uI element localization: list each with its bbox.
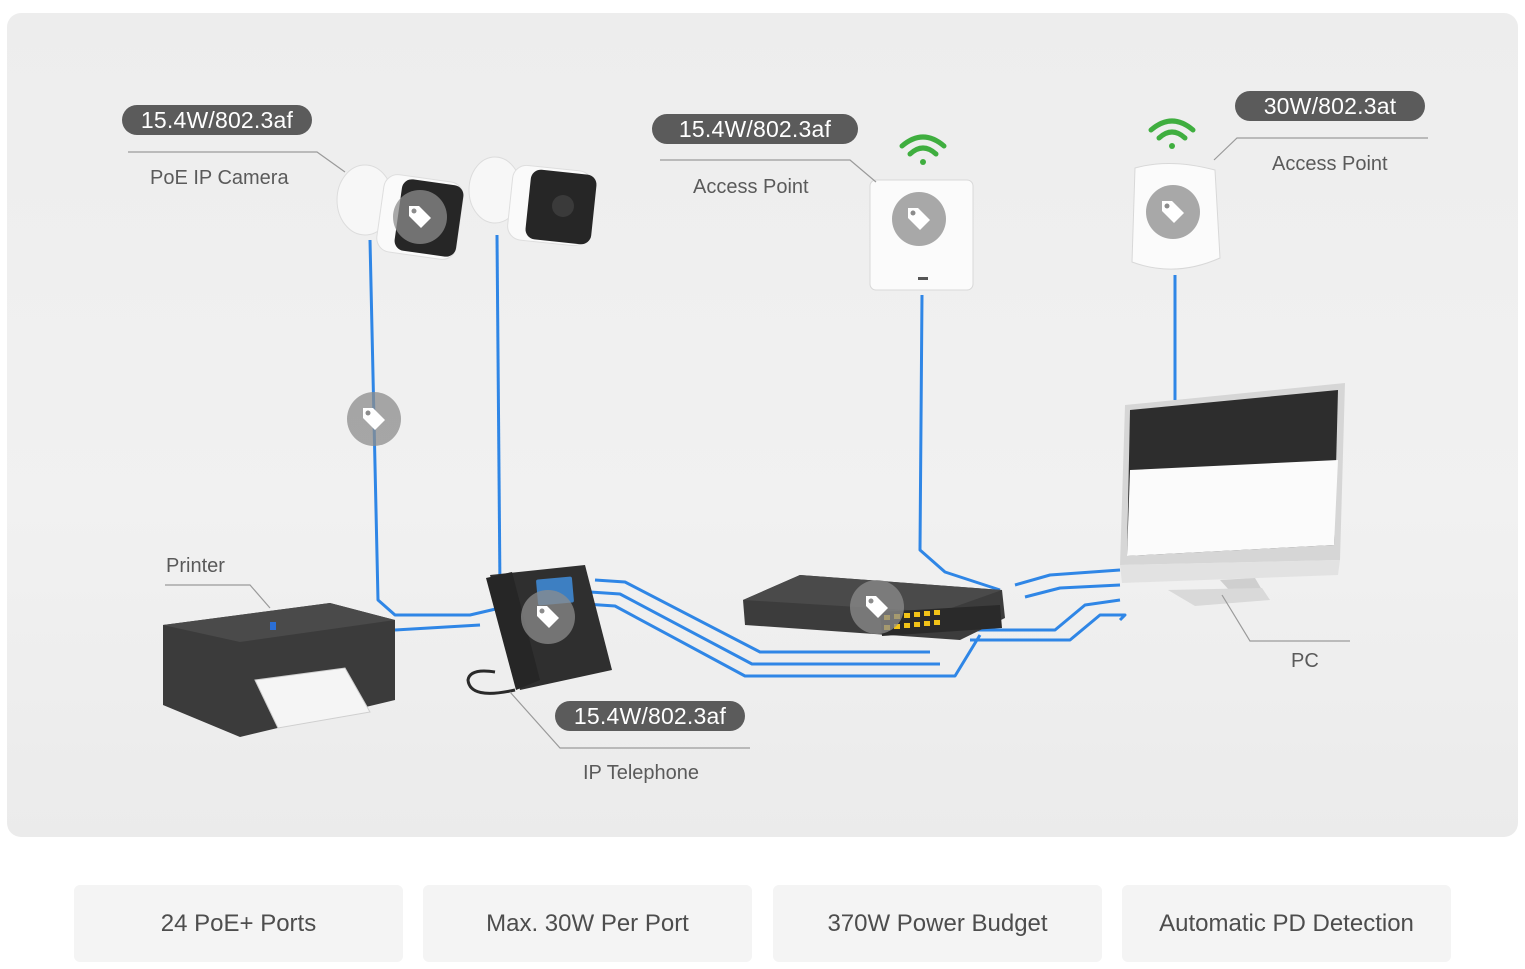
ap1-power-badge: 15.4W/802.3af [652, 114, 858, 144]
pc-cable-1 [960, 598, 1121, 632]
printer-label: Printer [166, 555, 225, 577]
feature-label: Automatic PD Detection [1159, 909, 1414, 937]
camera1-cable [368, 239, 501, 617]
feature-power-budget: 370W Power Budget [773, 885, 1102, 962]
ap2-power-badge: 30W/802.3at [1235, 91, 1425, 121]
camera-label: PoE IP Camera [150, 167, 289, 189]
feature-label: 370W Power Budget [827, 909, 1048, 937]
leader-lines [128, 137, 1428, 749]
feature-max-power: Max. 30W Per Port [423, 885, 752, 962]
feature-pd-detection: Automatic PD Detection [1122, 885, 1451, 962]
tag-icon[interactable] [850, 580, 904, 634]
printer-icon [163, 603, 395, 737]
phone-cable-2 [589, 590, 940, 666]
pc-cable-3 [1014, 568, 1121, 587]
tag-icon[interactable] [892, 192, 946, 246]
tag-icon[interactable] [347, 392, 401, 446]
ethernet-cables [368, 234, 1177, 678]
ap1-cable [918, 294, 1001, 592]
tag-icon[interactable] [521, 590, 575, 644]
tag-icon[interactable] [393, 190, 447, 244]
camera2-cable [495, 234, 502, 591]
feature-ports: 24 PoE+ Ports [74, 885, 403, 962]
pc-monitor-icon [1120, 383, 1345, 606]
pc-label: PC [1291, 650, 1319, 672]
pc-cable-2 [970, 613, 1127, 642]
phone-cable-1 [594, 578, 930, 654]
pc-cable-4 [1024, 583, 1121, 599]
camera-2-icon [468, 156, 597, 247]
wifi-icon-1 [899, 134, 947, 165]
phone-label: IP Telephone [583, 762, 700, 784]
phone-cable-3 [584, 602, 982, 678]
ap1-label: Access Point [693, 176, 809, 198]
feature-label: 24 PoE+ Ports [160, 909, 317, 937]
tag-icon[interactable] [1146, 185, 1200, 239]
ap2-label: Access Point [1272, 153, 1388, 175]
wifi-icon-2 [1148, 118, 1196, 149]
camera-power-badge: 15.4W/802.3af [122, 105, 312, 135]
printer-cable [394, 623, 481, 632]
feature-label: Max. 30W Per Port [486, 909, 689, 937]
phone-power-badge: 15.4W/802.3af [555, 701, 745, 731]
